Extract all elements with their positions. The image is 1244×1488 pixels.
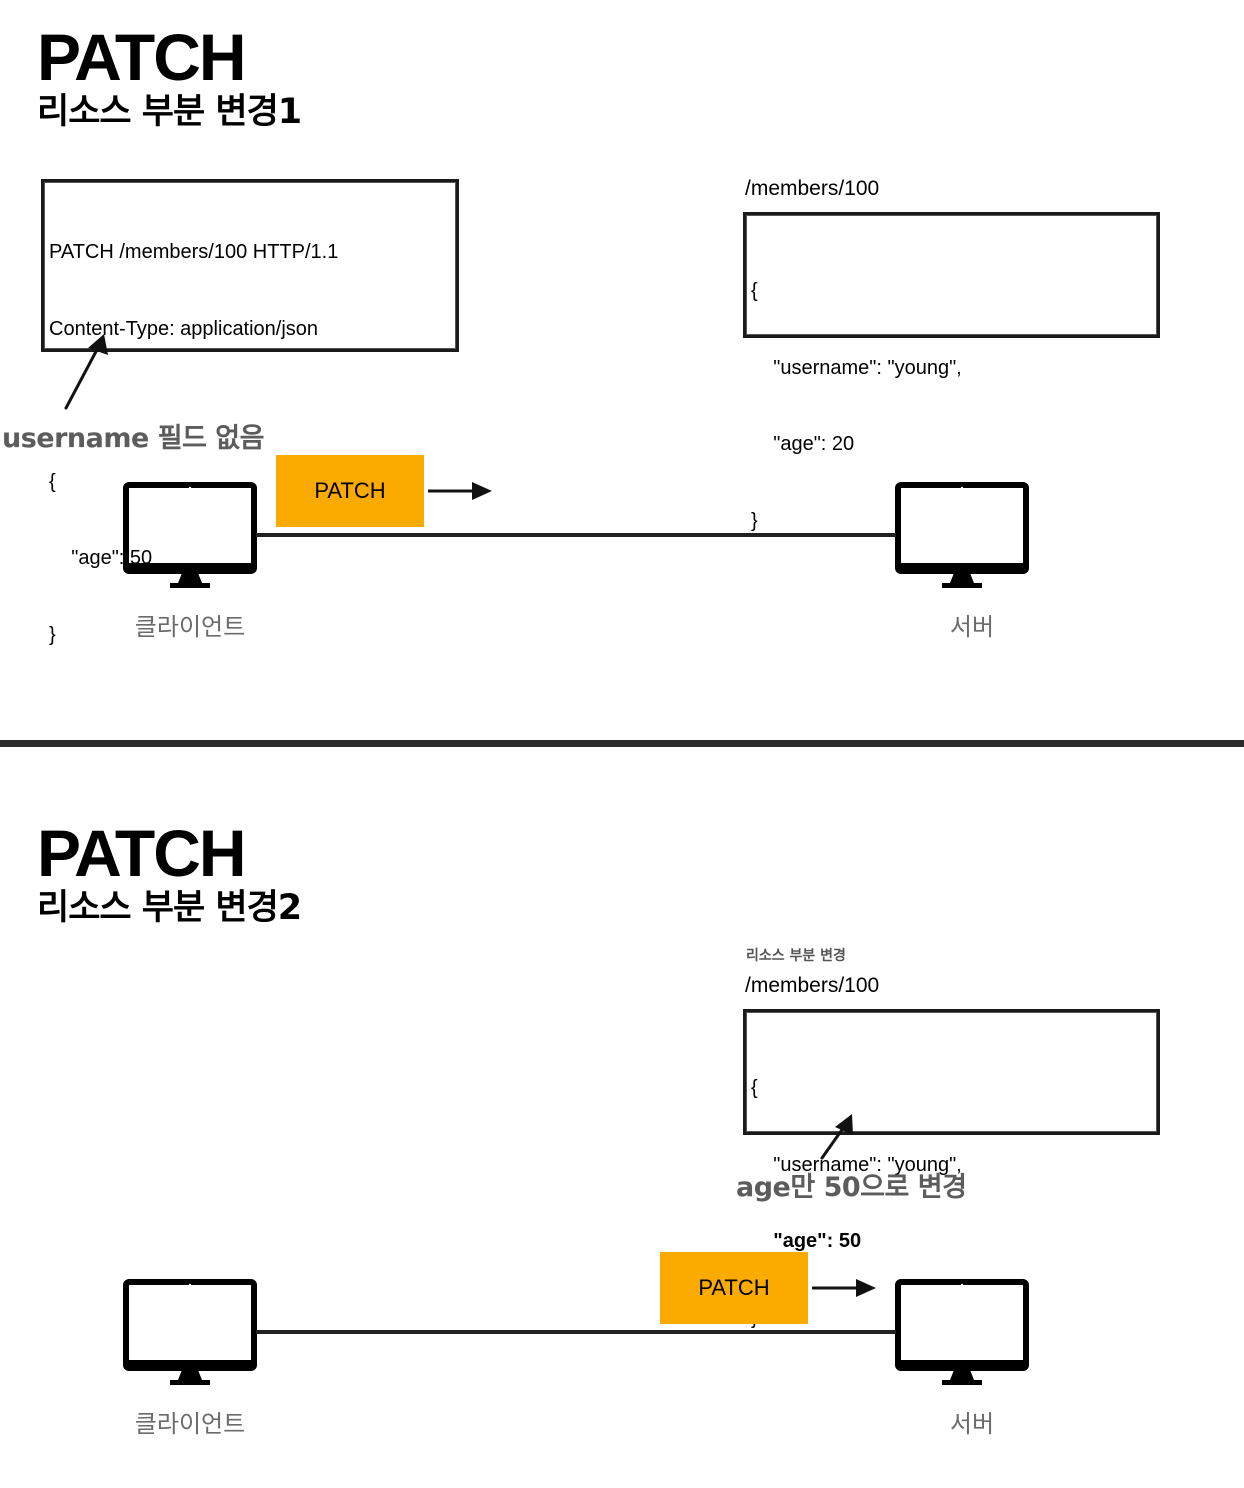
resource-line: "age": 20 [751, 433, 855, 455]
resource-line: "username": "young", [751, 356, 962, 379]
client-monitor-icon [123, 1279, 257, 1385]
section2-resource-box: { "username": "young", "age": 50 } [743, 1009, 1160, 1329]
section1-resource-text: { "username": "young", "age": 20 } [751, 228, 962, 585]
resource-line: { [751, 280, 758, 302]
monitor-icon [123, 482, 257, 588]
request-message-text: PATCH /members/100 HTTP/1.1 Content-Type… [49, 189, 338, 699]
resource-line: "username": "young", [751, 1153, 962, 1176]
server-monitor-icon [895, 1279, 1029, 1385]
section1-method-badge: PATCH [276, 455, 424, 527]
monitor-icon [895, 1279, 1029, 1385]
client-monitor-icon [123, 482, 257, 588]
server-label: 서버 [949, 1410, 995, 1438]
section2-resource-caption: 리소스 부분 변경 [746, 948, 846, 964]
section2-method-badge: PATCH [660, 1252, 808, 1324]
section2-resource-url: /members/100 [745, 974, 880, 997]
section2-note: age만 50으로 변경 [736, 1172, 967, 1203]
section-divider [0, 740, 1244, 747]
server-label: 서버 [949, 613, 995, 641]
section1-title: PATCH [37, 20, 247, 94]
client-label: 클라이언트 [134, 613, 246, 641]
request-line: PATCH /members/100 HTTP/1.1 [49, 241, 339, 263]
request-line: { [49, 470, 56, 493]
monitor-icon [895, 482, 1029, 588]
resource-line: } [751, 509, 758, 532]
section2-title: PATCH [37, 816, 247, 890]
resource-line: { [751, 1077, 758, 1099]
request-line: } [49, 623, 56, 646]
section1-note: username 필드 없음 [2, 423, 264, 454]
section2-subtitle: 리소스 부분 변경2 [37, 888, 302, 928]
client-label: 클라이언트 [134, 1410, 246, 1438]
monitor-icon [123, 1279, 257, 1385]
connection-line [256, 1330, 896, 1334]
section1-resource-url: /members/100 [745, 177, 880, 200]
request-message-box: PATCH /members/100 HTTP/1.1 Content-Type… [41, 179, 459, 646]
section1-subtitle: 리소스 부분 변경1 [37, 92, 302, 132]
server-monitor-icon [895, 482, 1029, 588]
arrow-right-icon [428, 482, 492, 500]
arrow-right-icon [812, 1279, 876, 1297]
request-line: Content-Type: application/json [49, 317, 319, 340]
section1-resource-box: { "username": "young", "age": 20 } [743, 212, 1160, 532]
connection-line [256, 533, 896, 537]
resource-line: "age": 50 [751, 1230, 862, 1252]
